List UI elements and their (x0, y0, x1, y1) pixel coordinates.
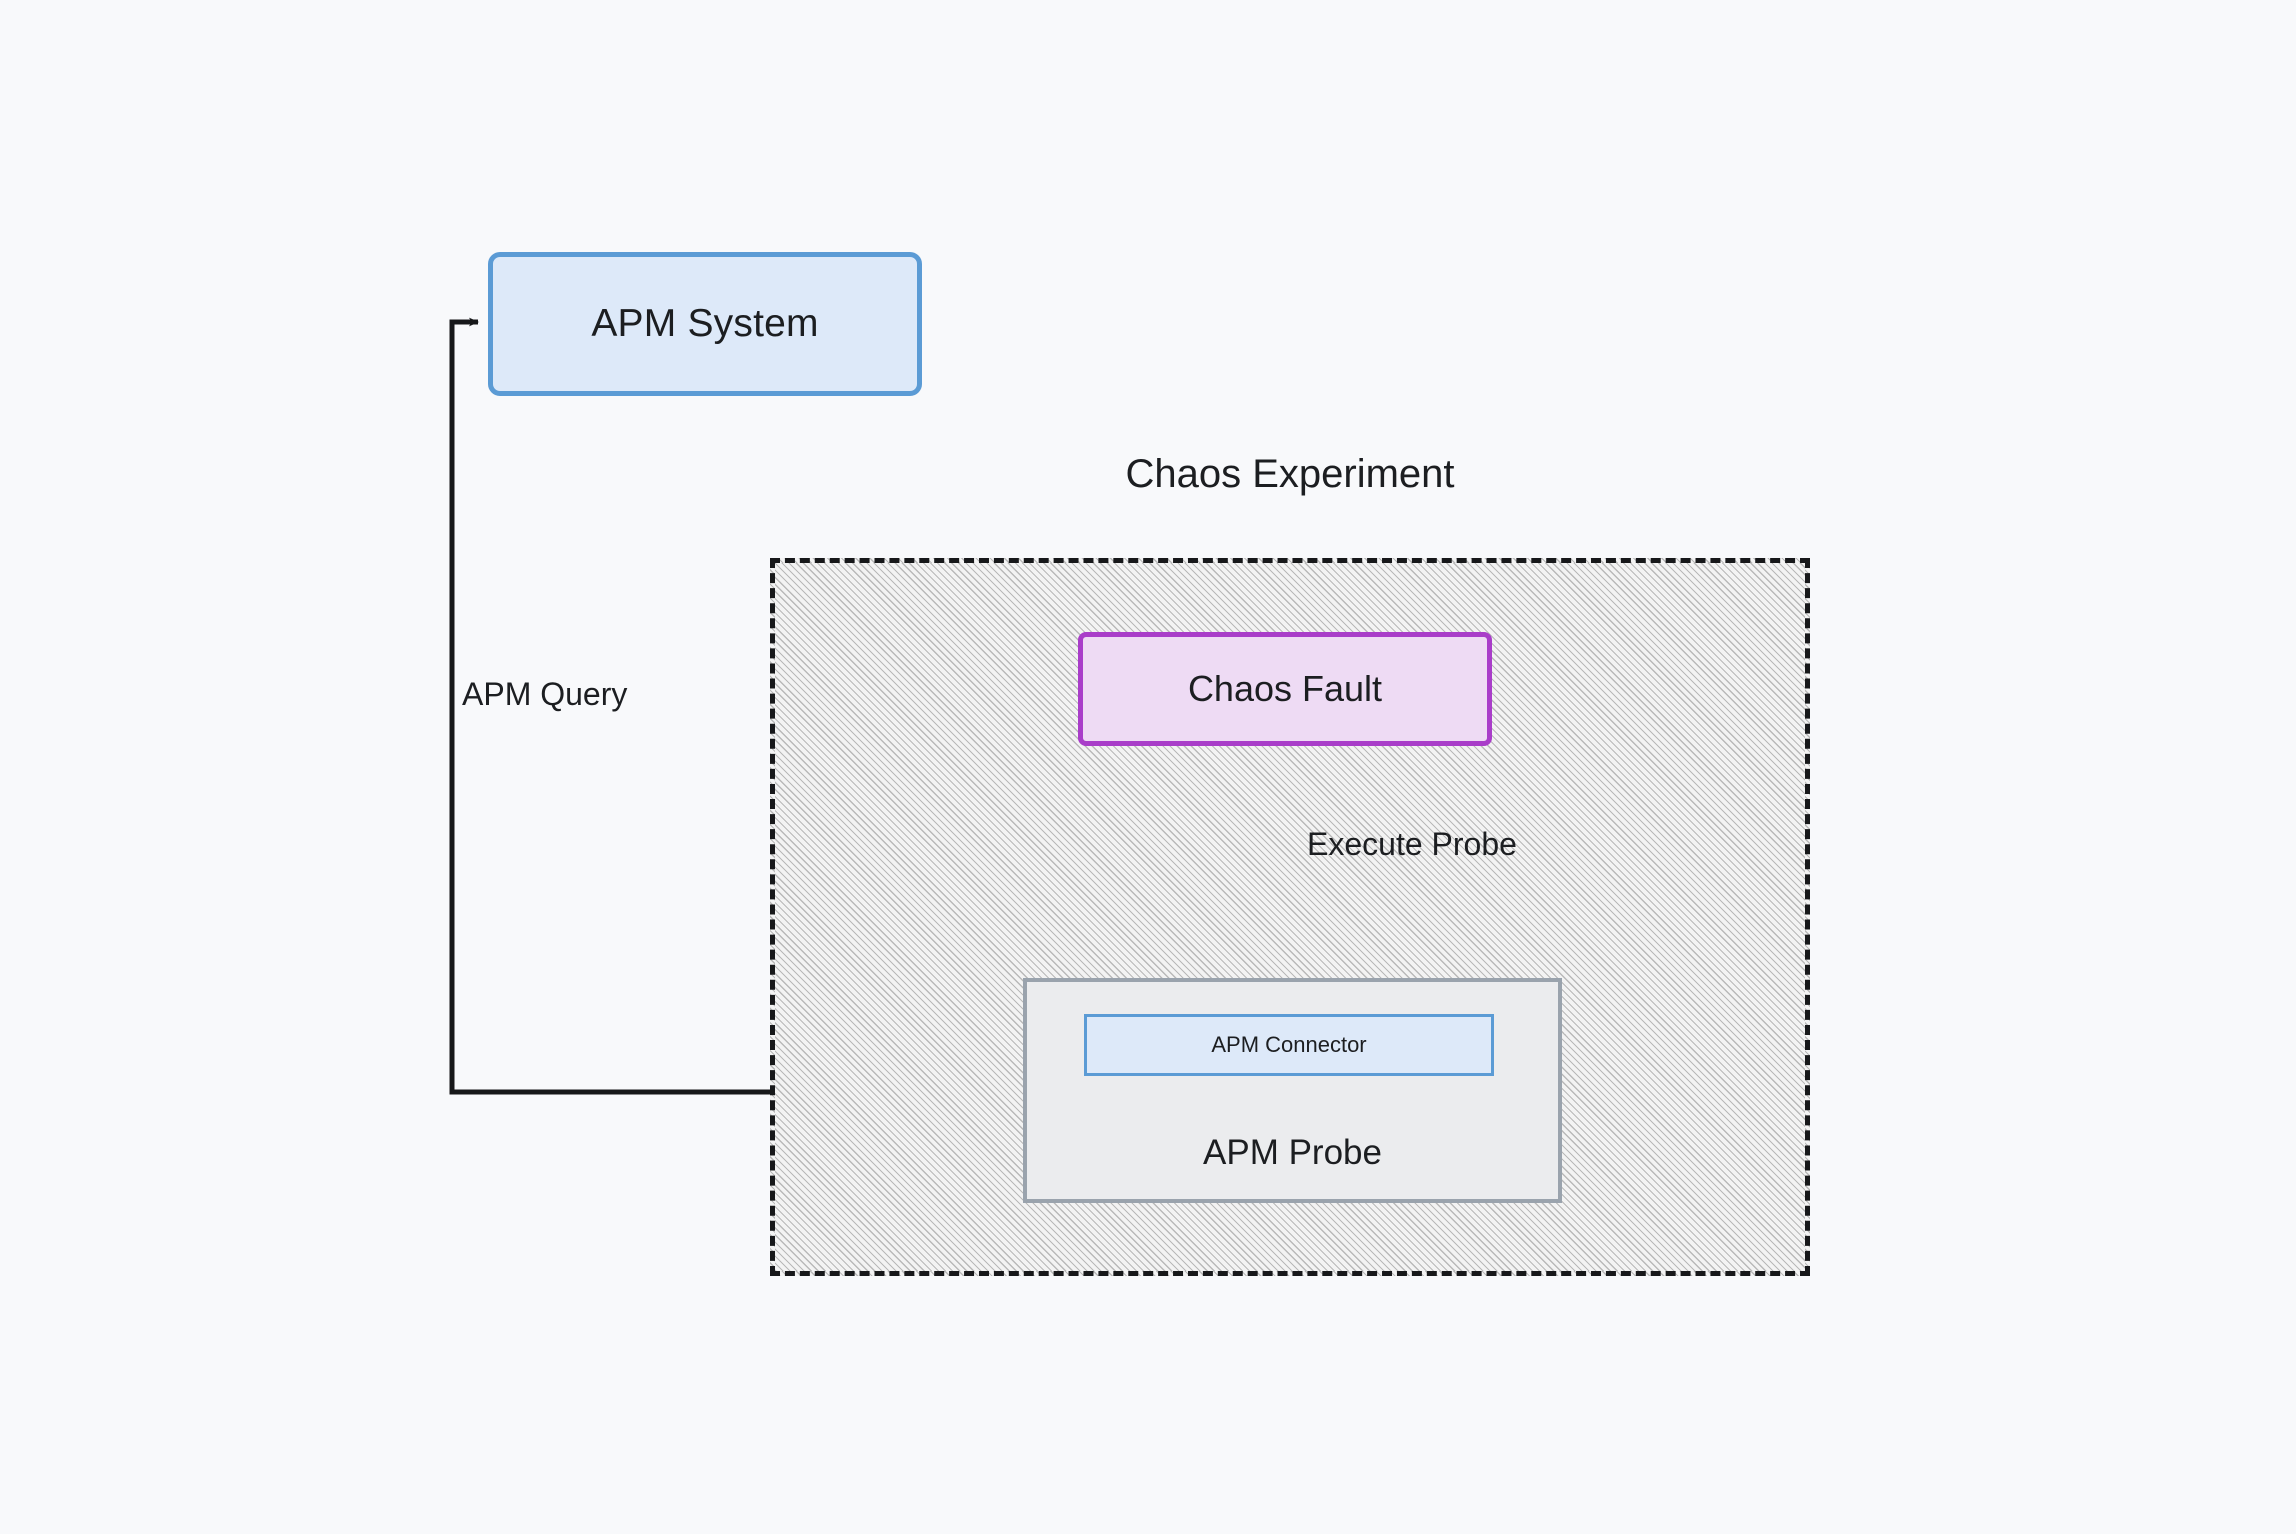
node-apm-probe-label: APM Probe (1203, 1133, 1382, 1172)
node-apm-connector-label: APM Connector (1211, 1032, 1367, 1057)
chaos-experiment-title: Chaos Experiment (1125, 452, 1455, 496)
node-chaos-fault-label: Chaos Fault (1187, 668, 1383, 709)
node-apm-connector[interactable]: APM Connector (1084, 1014, 1494, 1076)
edge-label-execute-probe: Execute Probe (1307, 826, 1517, 862)
node-chaos-fault[interactable]: Chaos Fault (1078, 632, 1492, 746)
node-apm-system[interactable]: APM System (488, 252, 922, 396)
node-apm-system-label: APM System (591, 302, 819, 345)
node-apm-probe[interactable]: APM Connector APM Probe (1023, 978, 1562, 1203)
edge-label-apm-query: APM Query (462, 676, 628, 712)
